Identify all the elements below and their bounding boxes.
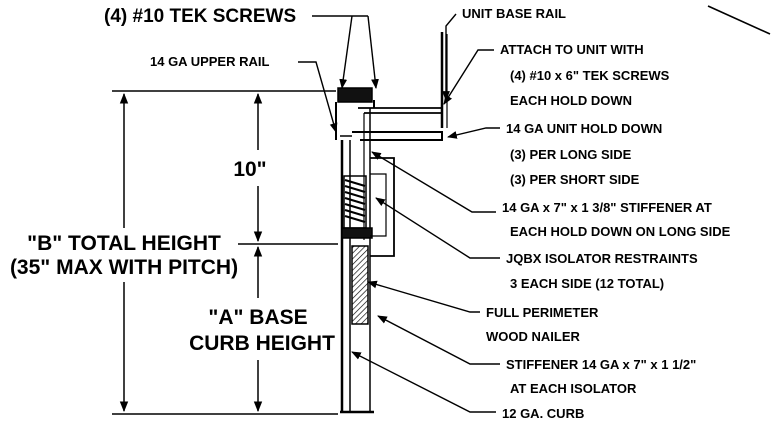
roof-edge-line: [707, 5, 771, 35]
label-curb: 12 GA. CURB: [502, 406, 584, 421]
label-stiffener-top-1: 14 GA x 7" x 1 3/8" STIFFENER AT: [502, 200, 712, 215]
label-stiffener-bottom-1: STIFFENER 14 GA x 7" x 1 1/2": [506, 357, 696, 372]
label-stiffener-top-2: EACH HOLD DOWN ON LONG SIDE: [510, 224, 731, 239]
dim-label-base-2: CURB HEIGHT: [189, 332, 335, 355]
label-attach-1: ATTACH TO UNIT WITH: [500, 42, 644, 57]
label-attach-3: EACH HOLD DOWN: [510, 93, 632, 108]
label-upper-rail: 14 GA UPPER RAIL: [150, 54, 269, 69]
label-isolator-2: 3 EACH SIDE (12 TOTAL): [510, 276, 664, 291]
label-stiffener-bottom-2: AT EACH ISOLATOR: [510, 381, 637, 396]
dimension-lines: [112, 90, 338, 415]
dim-label-total-1: "B" TOTAL HEIGHT: [27, 232, 221, 255]
dim-label-total-2: (35" MAX WITH PITCH): [10, 256, 238, 279]
label-nailer-2: WOOD NAILER: [486, 329, 580, 344]
label-tek-screws: (4) #10 TEK SCREWS: [104, 6, 296, 27]
dim-label-upper: 10": [233, 158, 266, 181]
label-nailer-1: FULL PERIMETER: [486, 305, 599, 320]
label-unit-base-rail: UNIT BASE RAIL: [462, 6, 566, 21]
wood-nailer: [351, 245, 369, 325]
upper-rail-cap: [337, 87, 373, 103]
label-hold-down-2: (3) PER LONG SIDE: [510, 147, 632, 162]
unit-hold-down: [358, 107, 443, 114]
label-hold-down-1: 14 GA UNIT HOLD DOWN: [506, 121, 662, 136]
isolator-spring: [341, 175, 373, 239]
leader-lines: [298, 13, 500, 413]
label-attach-2: (4) #10 x 6" TEK SCREWS: [510, 68, 670, 83]
label-hold-down-3: (3) PER SHORT SIDE: [510, 172, 640, 187]
label-isolator-1: JQBX ISOLATOR RESTRAINTS: [506, 251, 698, 266]
dim-label-base-1: "A" BASE: [208, 306, 307, 329]
